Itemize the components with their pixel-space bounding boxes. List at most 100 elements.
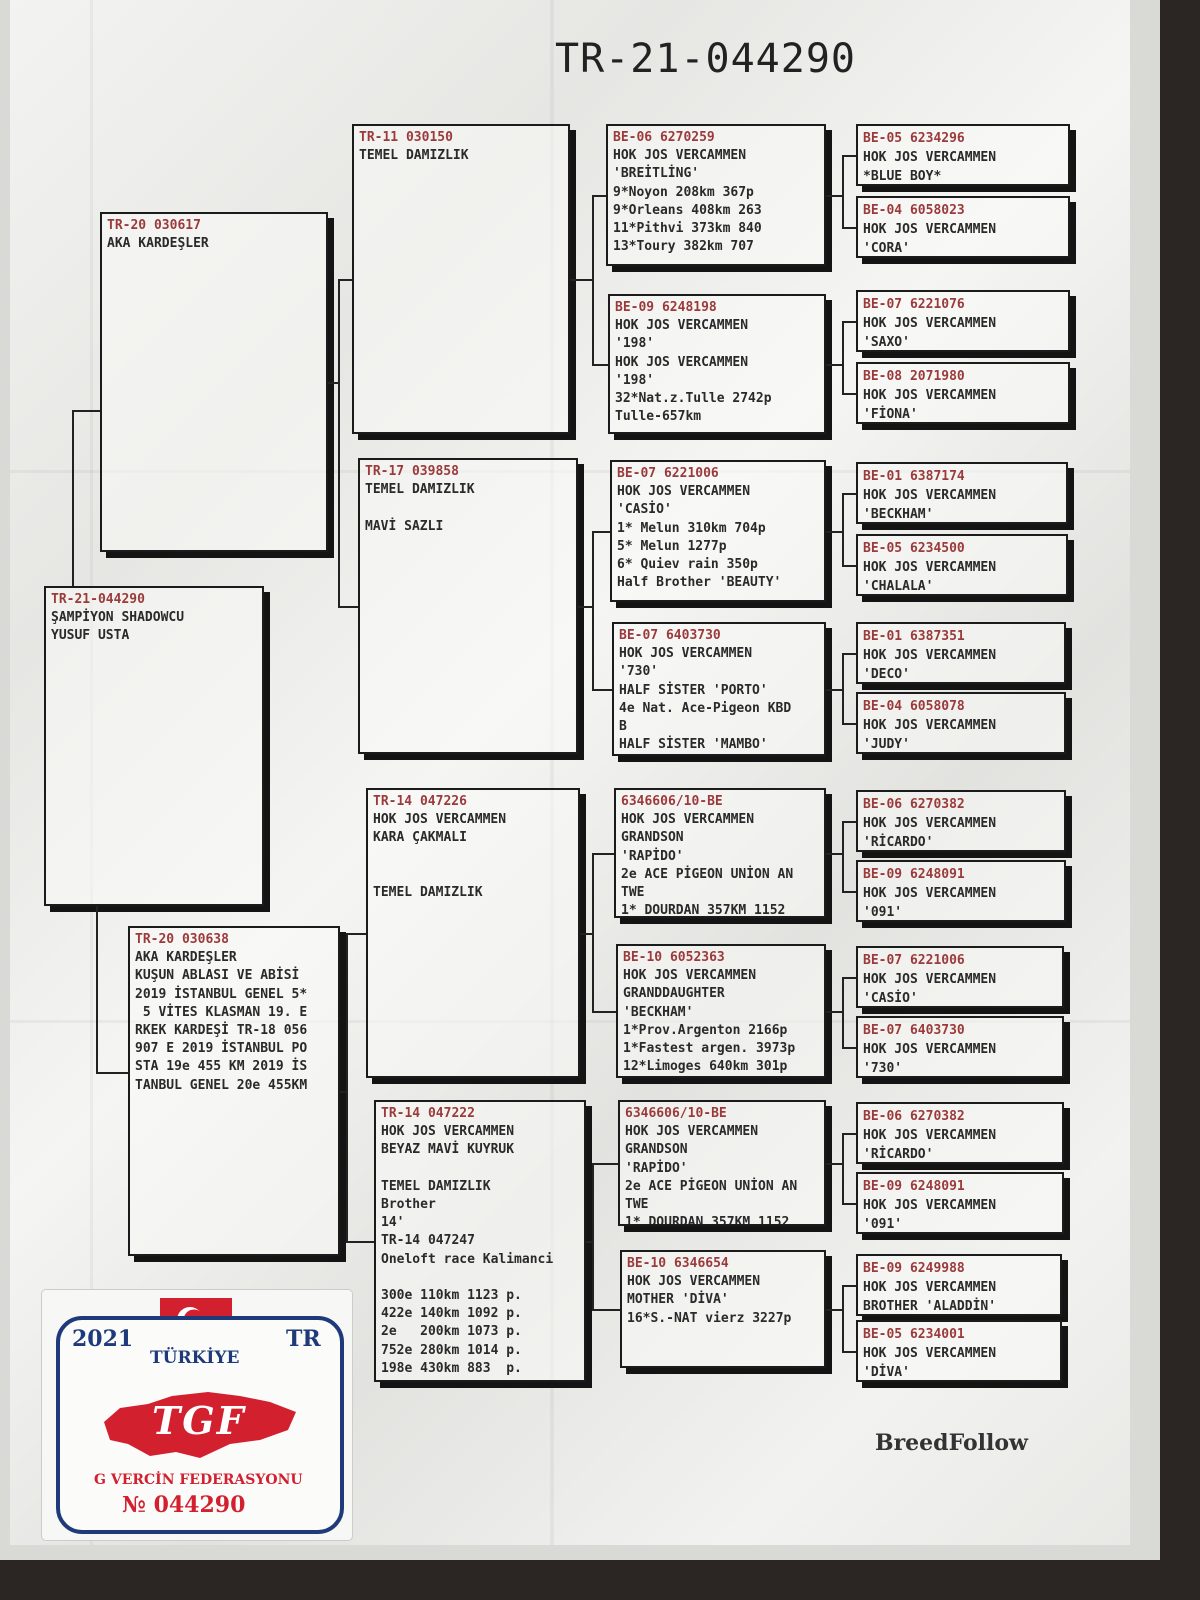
pedigree-line: 'JUDY' <box>863 737 910 752</box>
ring-number: BE-07 6221076 <box>863 297 965 312</box>
pedigree-line: 300e 110km 1123 p. <box>381 1288 522 1304</box>
connector-line <box>592 689 612 691</box>
pedigree-line: 32*Nat.z.Tulle 2742p <box>615 391 772 407</box>
pedigree-line: AKA KARDEŞLER <box>107 236 209 252</box>
pedigree-line: TR-14 047247 <box>381 1233 475 1249</box>
connector-line <box>340 1091 346 1093</box>
ring-number: BE-07 6403730 <box>863 1023 965 1038</box>
pedigree-line <box>381 1160 579 1178</box>
ring-number: BE-09 6248198 <box>615 300 717 315</box>
ring-number: BE-09 6249988 <box>863 1261 965 1276</box>
connector-line <box>842 393 856 395</box>
pedigree-line: HOK JOS VERCAMMEN <box>863 316 997 331</box>
ring-number: BE-06 6270259 <box>613 130 715 145</box>
pedigree-line: 752e 280km 1014 p. <box>381 1342 522 1358</box>
connector-line <box>72 410 74 586</box>
ring-number: BE-09 6248091 <box>863 867 965 882</box>
pedigree-line: AKA KARDEŞLER <box>135 950 237 966</box>
pedigree-line: TEMEL DAMIZLIK <box>381 1178 491 1194</box>
connector-line <box>592 1163 618 1165</box>
ring-number: TR-20 030617 <box>107 218 201 233</box>
pedigree-line: HOK JOS VERCAMMEN <box>863 560 997 575</box>
pedigree-line: HALF SİSTER 'PORTO' <box>619 682 768 698</box>
connector-line <box>578 606 592 608</box>
pedigree-line: '091' <box>863 905 903 920</box>
connector-line <box>328 382 338 384</box>
pedigree-line: HOK JOS VERCAMMEN <box>863 388 997 403</box>
pedigree-line: TWE <box>625 1197 649 1213</box>
pedigree-line: GRANDSON <box>625 1142 688 1158</box>
pedigree-line: HOK JOS VERCAMMEN <box>613 148 747 164</box>
pedigree-line: HOK JOS VERCAMMEN <box>615 354 749 370</box>
connector-line <box>842 723 856 725</box>
pedigree-line: HOK JOS VERCAMMEN <box>615 318 749 334</box>
ring-number: BE-05 6234500 <box>863 541 965 556</box>
pedigree-line: KUŞUN ABLASI VE ABİSİ <box>135 968 300 984</box>
pedigree-line: 'DİVA' <box>863 1365 910 1380</box>
connector-line <box>842 653 856 655</box>
pedigree-line: 'CHALALA' <box>863 579 934 594</box>
pedigree-line: HOK JOS VERCAMMEN <box>619 646 753 662</box>
pedigree-line: 12*Limoges 640km 301p <box>623 1059 788 1075</box>
pedigree-line: 1* DOURDAN 357KM 1152 <box>625 1215 790 1226</box>
pedigree-line: HOK JOS VERCAMMEN <box>863 886 997 901</box>
pedigree-line: 'RAPİDO' <box>625 1160 688 1176</box>
page-title: TR-21-044290 <box>555 36 856 82</box>
pedigree-line: HOK JOS VERCAMMEN <box>863 150 997 165</box>
connector-line <box>842 493 844 565</box>
pedigree-line: 13*Toury 382km 707 <box>613 239 754 255</box>
connector-line <box>842 565 856 567</box>
connector-line <box>826 1163 842 1165</box>
ring-number: TR-14 047226 <box>373 794 467 809</box>
pedigree-line: HOK JOS VERCAMMEN <box>863 1280 997 1295</box>
pedigree-line: 5* Melun 1277p <box>617 538 727 554</box>
pedigree-line: '730' <box>619 664 659 680</box>
connector-line <box>592 853 614 855</box>
ring-number: BE-04 6058023 <box>863 203 965 218</box>
turkey-map-icon <box>104 1392 296 1458</box>
connector-line <box>346 1241 374 1243</box>
pedigree-line: STA 19e 455 KM 2019 İS <box>135 1059 308 1075</box>
connector-line <box>72 410 100 412</box>
sticker-year: 2021 <box>72 1326 134 1352</box>
connector-line <box>842 321 856 323</box>
ring-number: TR-20 030638 <box>135 932 229 947</box>
connector-line <box>338 279 352 281</box>
pedigree-line: 4e Nat. Ace-Pigeon KBD <box>619 700 792 716</box>
connector-line <box>592 1011 616 1013</box>
sticker-number: № 044290 <box>122 1492 246 1518</box>
ring-number: BE-01 6387174 <box>863 469 965 484</box>
sticker-country: TÜRKİYE <box>150 1348 240 1368</box>
ring-number: TR-11 030150 <box>359 130 453 145</box>
pedigree-line: Half Brother 'BEAUTY' <box>617 575 782 591</box>
ring-card-sticker: 2021 TR TÜRKİYE TGF G VERCİN FEDERASYONU… <box>42 1290 352 1540</box>
pedigree-line <box>365 499 571 517</box>
pedigree-line: 'BREİTLİNG' <box>613 166 700 182</box>
connector-line <box>346 933 348 1241</box>
connector-line <box>842 1133 856 1135</box>
pedigree-line: HOK JOS VERCAMMEN <box>621 812 755 828</box>
pedigree-line: 1*Fastest argen. 3973p <box>623 1041 796 1057</box>
connector-line <box>842 653 844 723</box>
pedigree-line: 11*Pithvi 373km 840 <box>613 221 762 237</box>
ring-number: BE-07 6221006 <box>617 466 719 481</box>
pedigree-line: HOK JOS VERCAMMEN <box>381 1124 515 1140</box>
pedigree-line: RKEK KARDEŞİ TR-18 056 <box>135 1023 308 1039</box>
pedigree-line: GRANDDAUGHTER <box>623 986 725 1002</box>
pedigree-line: 1*Prov.Argenton 2166p <box>623 1022 788 1038</box>
ring-number: BE-04 6058078 <box>863 699 965 714</box>
pedigree-line: HOK JOS VERCAMMEN <box>373 812 507 828</box>
